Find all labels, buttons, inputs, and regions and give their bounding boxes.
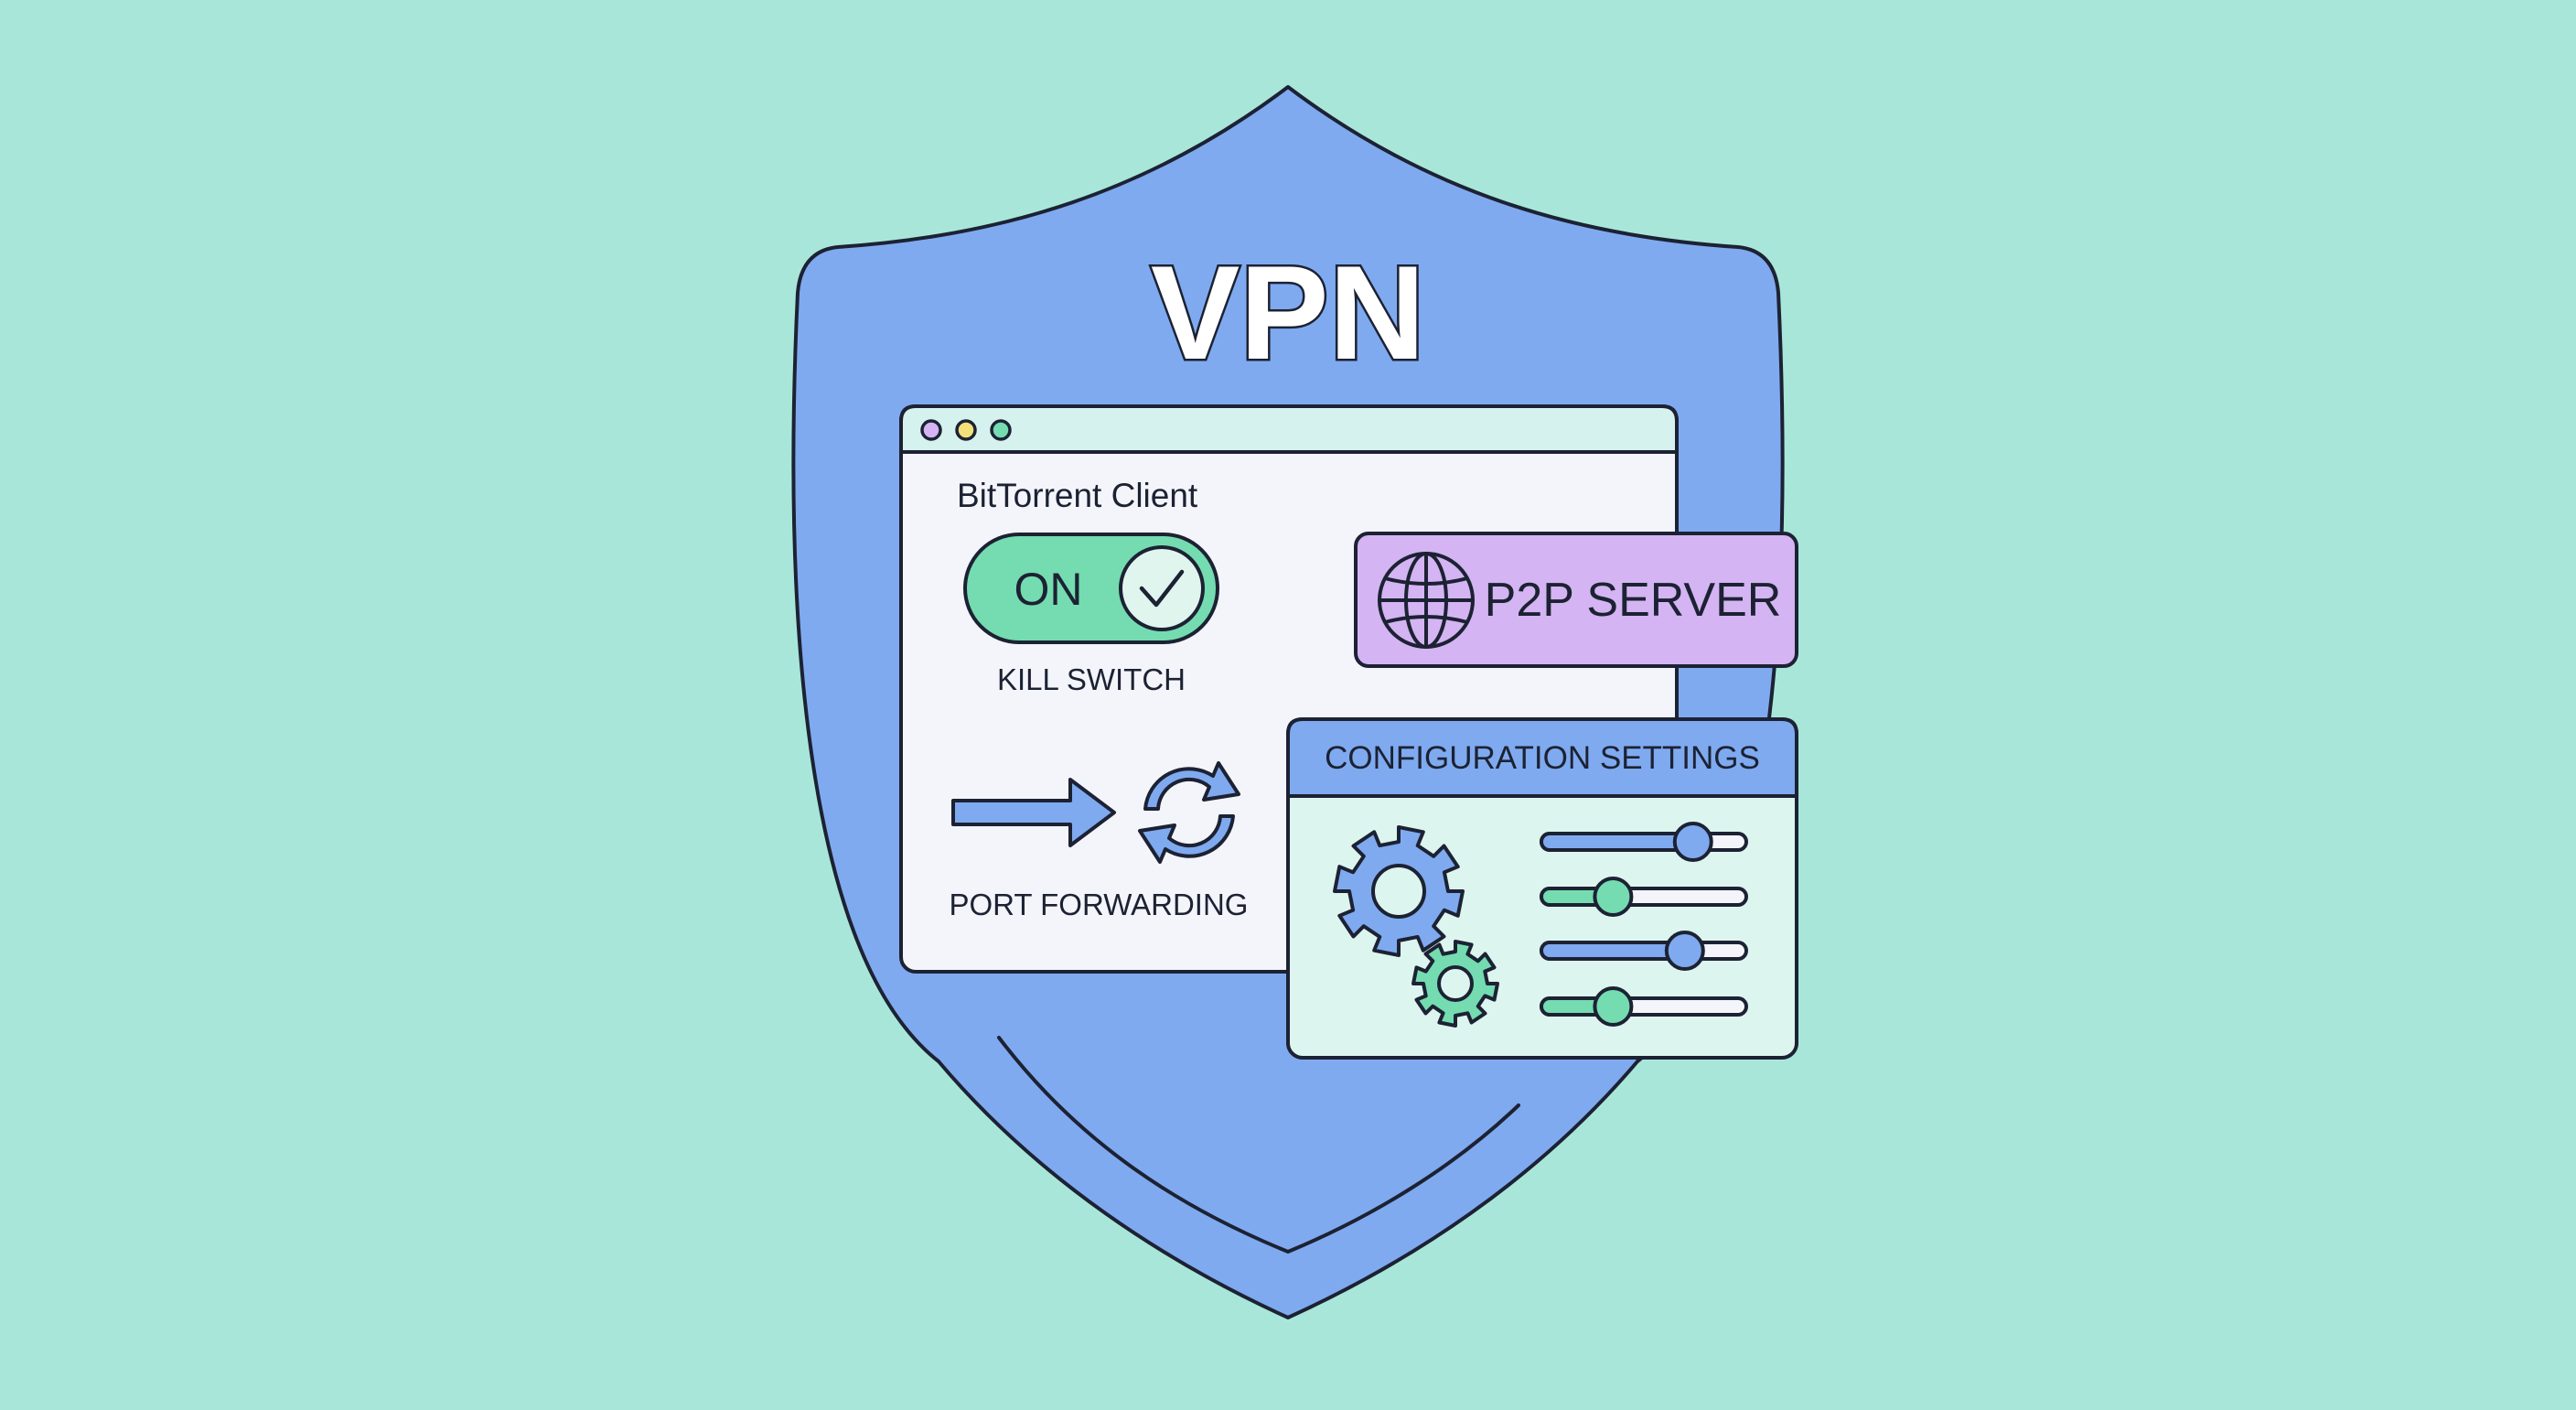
toggle-state-label: ON (1014, 564, 1083, 615)
window-titlebar (899, 404, 1679, 454)
config-slider[interactable] (1540, 822, 1748, 862)
gear-large-icon (1333, 825, 1465, 957)
p2p-badge-background[interactable] (1354, 532, 1798, 668)
toggle-knob[interactable] (1119, 545, 1205, 631)
kill-switch-label: KILL SWITCH (997, 662, 1186, 696)
config-panel-title: CONFIGURATION SETTINGS (1325, 740, 1760, 776)
p2p-server-badge[interactable]: P2P SERVER (1354, 532, 1798, 668)
shield-title: VPN (1151, 238, 1425, 387)
arrow-right-icon (951, 778, 1116, 847)
configuration-settings-panel: CONFIGURATION SETTINGS (1286, 717, 1798, 1060)
window-dot-purple[interactable] (920, 419, 942, 441)
slider-knob[interactable] (1672, 822, 1713, 862)
kill-switch-toggle[interactable]: ON (963, 533, 1219, 644)
slider-knob[interactable] (1593, 877, 1634, 917)
config-slider[interactable] (1540, 877, 1748, 917)
slider-list (1540, 822, 1748, 1027)
gear-hole (1437, 965, 1474, 1002)
gear-small-icon (1411, 940, 1499, 1028)
config-slider[interactable] (1540, 931, 1748, 971)
shield-inner-curve (997, 1036, 1520, 1254)
port-forwarding-label: PORT FORWARDING (950, 888, 1249, 921)
slider-fill (1540, 941, 1687, 961)
slider-knob[interactable] (1664, 931, 1705, 971)
config-panel-header (1286, 717, 1798, 798)
p2p-server-label: P2P SERVER (1485, 574, 1782, 627)
checkmark-icon (1139, 569, 1185, 608)
globe-icon (1378, 552, 1475, 649)
slider-knob[interactable] (1593, 986, 1634, 1027)
window-dot-green[interactable] (990, 419, 1012, 441)
gear-hole (1371, 864, 1426, 919)
refresh-icon (1138, 761, 1240, 864)
window-dot-yellow[interactable] (955, 419, 977, 441)
config-slider[interactable] (1540, 986, 1748, 1027)
window-title: BitTorrent Client (957, 477, 1198, 514)
slider-fill (1540, 832, 1695, 852)
